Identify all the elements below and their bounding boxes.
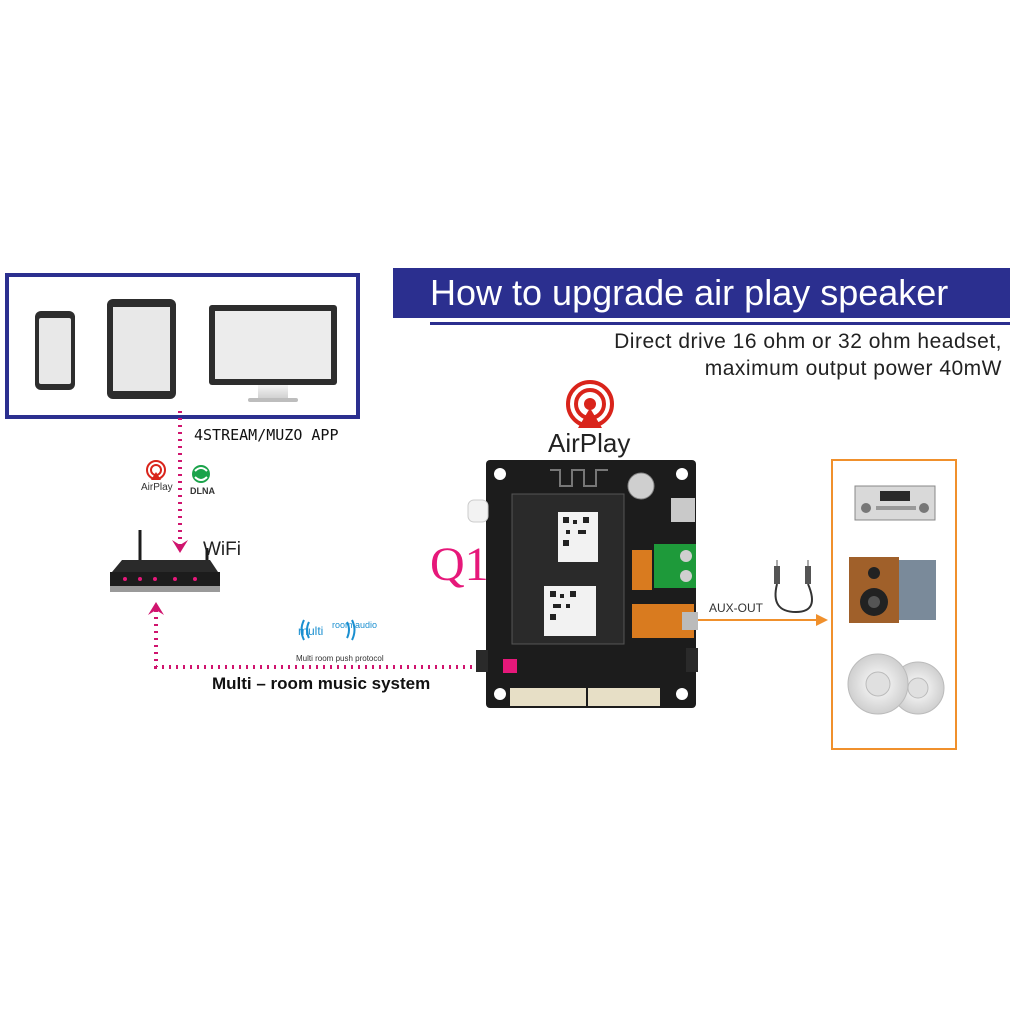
tablet-icon: [107, 299, 176, 399]
multiroom-link-arrow: [148, 602, 164, 615]
router-icon: [110, 530, 220, 592]
subtitle-line-1: Direct drive 16 ohm or 32 ohm headset,: [614, 330, 1002, 353]
app-label: 4STREAM/MUZO APP: [194, 426, 339, 444]
module-label: Q1: [430, 538, 489, 591]
aux-cable-icon: [774, 560, 813, 614]
airplay-small-label: AirPlay: [141, 482, 173, 493]
output-devices-box: [831, 459, 957, 750]
page-title: How to upgrade air play speaker: [430, 272, 949, 313]
dlna-label: DLNA: [190, 486, 215, 496]
bookshelf-speaker-icon: [849, 557, 936, 623]
multiroom-link-line: [154, 610, 503, 669]
airplay-icon: [566, 380, 614, 428]
multiroom-logo-text: multi: [298, 624, 324, 638]
app-link-arrow: [172, 540, 188, 553]
multiroom-protocol-label: Multi room push protocol: [296, 654, 384, 663]
monitor-icon: [209, 305, 337, 402]
multiroom-logo-icon: [300, 619, 356, 641]
dlna-icon: [192, 465, 210, 483]
wifi-label: WiFi: [203, 539, 241, 560]
title-underline: [430, 322, 1010, 325]
subtitle-line-2: maximum output power 40mW: [704, 357, 1002, 380]
aux-out-arrow: [816, 614, 828, 626]
airplay-small-icon: [146, 460, 166, 480]
audio-module-board: [467, 460, 698, 708]
title-banner: [393, 268, 1010, 318]
aux-out-label: AUX-OUT: [709, 601, 763, 615]
airplay-label: AirPlay: [548, 428, 631, 458]
phone-icon: [35, 311, 75, 390]
amplifier-icon: [854, 485, 936, 521]
multiroom-caption: Multi – room music system: [212, 674, 431, 693]
ceiling-speaker-icon: [847, 653, 945, 715]
